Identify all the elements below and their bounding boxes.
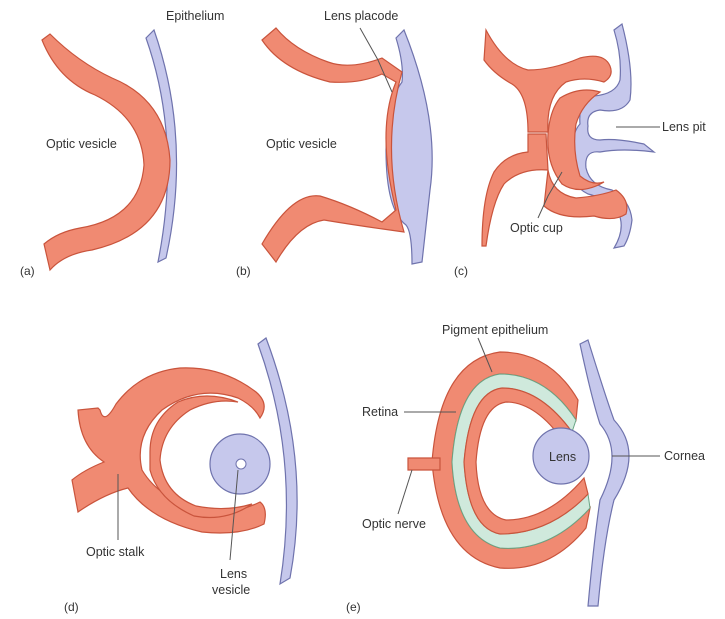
- lens-vesicle-label-line1: Lens: [220, 567, 247, 581]
- optic-vesicle-label-b: Optic vesicle: [266, 137, 337, 151]
- optic-cup-upper-c: [484, 30, 611, 132]
- optic-stalk-label: Optic stalk: [86, 545, 145, 559]
- cornea-e: [580, 340, 629, 606]
- optic-vesicle-label-a: Optic vesicle: [46, 137, 117, 151]
- panel-a: Epithelium Optic vesicle (a): [20, 9, 224, 278]
- optic-nerve-leader: [398, 470, 412, 514]
- retina-label: Retina: [362, 405, 398, 419]
- panel-tag-a: (a): [20, 264, 35, 278]
- lens-vesicle-label-line2: vesicle: [212, 583, 250, 597]
- lens-placode-label: Lens placode: [324, 9, 398, 23]
- optic-vesicle-a: [42, 34, 170, 270]
- epithelium-label: Epithelium: [166, 9, 224, 23]
- lens-label: Lens: [549, 450, 576, 464]
- lens-vesicle-lumen-d: [236, 459, 246, 469]
- lens-pit-label: Lens pit: [662, 120, 706, 134]
- panel-d: Optic stalk Lens vesicle (d): [64, 338, 297, 614]
- pigment-epithelium-label: Pigment epithelium: [442, 323, 548, 337]
- optic-cup-label: Optic cup: [510, 221, 563, 235]
- panel-c: Lens pit Optic cup (c): [454, 24, 706, 278]
- panel-b: Lens placode Optic vesicle (b): [236, 9, 432, 278]
- optic-nerve-e: [408, 458, 440, 470]
- panel-tag-c: (c): [454, 264, 468, 278]
- panel-tag-e: (e): [346, 600, 361, 614]
- panel-tag-b: (b): [236, 264, 251, 278]
- cornea-label: Cornea: [664, 449, 705, 463]
- panel-e: Pigment epithelium Retina Lens Cornea Op…: [346, 323, 705, 614]
- optic-nerve-label: Optic nerve: [362, 517, 426, 531]
- panel-tag-d: (d): [64, 600, 79, 614]
